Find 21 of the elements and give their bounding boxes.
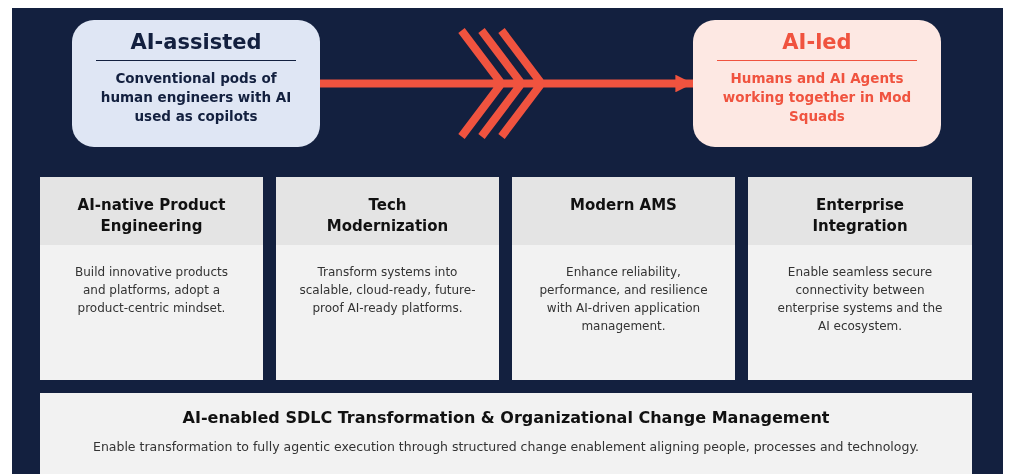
card-heading: Tech Modernization [276, 177, 499, 245]
card-description: Enhance reliability, performance, and resilience with AI-driven application management. [538, 264, 709, 335]
mode-card [693, 20, 941, 147]
card-description: Conventional pods of human engineers with AI used as copilots [99, 69, 293, 126]
card-heading: AI-enabled SDLC Transformation & Organizational Change Management [181, 407, 831, 428]
card-description: Humans and AI Agents working together in Mod Squads [721, 69, 913, 126]
mode-card [72, 20, 320, 147]
card-description: Enable seamless secure connectivity between enterprise systems and the AI ecosystem. [776, 264, 944, 335]
card-description: Transform systems into scalable, cloud-ready, future-proof AI-ready platforms. [298, 264, 477, 317]
service-card [748, 177, 972, 380]
foundation-card [40, 393, 972, 474]
card-heading: AI-assisted [96, 30, 296, 61]
card-heading: AI-led [717, 30, 917, 61]
service-card [276, 177, 499, 380]
service-card [40, 177, 263, 380]
card-heading: Modern AMS [512, 177, 735, 245]
card-description: Build innovative products and platforms, adopt a product-centric mindset. [74, 264, 229, 317]
card-heading: Enterprise Integration [748, 177, 972, 245]
card-heading: AI-native Product Engineering [40, 177, 263, 245]
card-description: Enable transformation to fully agentic execution through structured change enablement aligning people, processes and technology. [92, 438, 920, 456]
service-card [512, 177, 735, 380]
